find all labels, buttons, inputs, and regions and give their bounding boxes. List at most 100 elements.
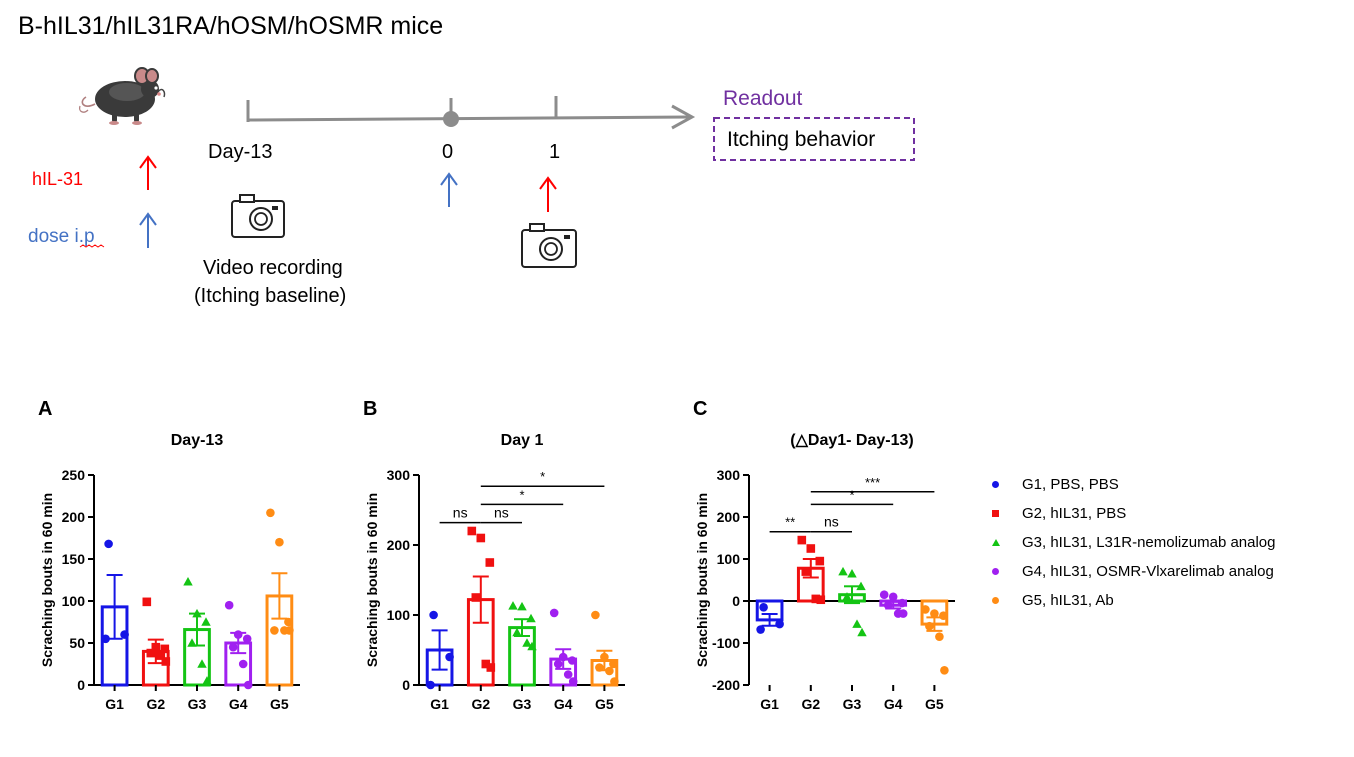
x-tick-label: G4 (884, 696, 903, 712)
x-tick-label: G2 (146, 696, 165, 712)
y-tick-label: 200 (387, 537, 411, 553)
data-point (429, 610, 438, 620)
legend-label: G2, hIL31, PBS (1022, 505, 1127, 522)
data-point (756, 625, 765, 634)
data-point (481, 659, 491, 669)
data-point (233, 630, 243, 639)
x-tick-label: G3 (188, 696, 207, 712)
significance-label: * (849, 487, 854, 502)
data-point (897, 598, 907, 608)
hil31-arrow-icon (139, 155, 157, 190)
y-tick-label: 50 (69, 635, 85, 651)
data-point (426, 680, 435, 690)
data-point (609, 659, 618, 669)
data-point (224, 600, 234, 610)
data-point (156, 651, 166, 660)
data-point (568, 677, 578, 686)
data-point (485, 558, 495, 567)
data-point (142, 597, 152, 607)
data-point (522, 638, 532, 647)
chart-title: (△Day1- Day-13) (790, 432, 913, 449)
data-point (801, 567, 811, 576)
data-point (526, 613, 536, 623)
x-tick-label: G5 (595, 696, 614, 712)
legend-item: G4, hIL31, OSMR-Vlxarelimab analog (992, 557, 1276, 586)
x-tick-label: G3 (513, 696, 532, 712)
panel-letter: B (363, 398, 377, 420)
y-tick-label: 100 (387, 607, 411, 623)
x-tick-label: G1 (430, 696, 449, 712)
data-point (591, 610, 600, 620)
data-point (879, 590, 889, 599)
data-point (285, 626, 294, 635)
data-point (243, 680, 253, 690)
day-minus13-label: Day-13 (208, 141, 272, 163)
data-point (120, 630, 129, 639)
data-point (600, 652, 609, 662)
data-point (558, 652, 568, 662)
mouse-icon (78, 67, 166, 125)
data-point (930, 609, 939, 618)
data-point (187, 638, 197, 647)
hil31-label: hIL-31 (32, 169, 83, 189)
panel-letter: A (38, 398, 52, 420)
significance-label: * (519, 487, 524, 502)
data-point (856, 581, 866, 591)
data-point (797, 535, 807, 545)
data-point (842, 592, 852, 601)
video-recording-label: Video recording (203, 257, 343, 279)
y-tick-label: 200 (717, 509, 741, 525)
x-tick-label: G4 (229, 696, 248, 712)
y-axis-label: Scraching bouts in 60 min (694, 493, 710, 667)
page-title: B-hIL31/hIL31RA/hOSM/hOSMR mice (18, 12, 444, 40)
legend-marker (992, 510, 1014, 517)
data-point (847, 568, 857, 578)
camera-icon (521, 223, 577, 268)
x-tick-label: G4 (554, 696, 573, 712)
x-tick-label: G5 (925, 696, 944, 712)
chart-panel-c: C (△Day1- Day-13) Scraching bouts in 60 mi… (693, 398, 955, 712)
data-point (512, 627, 522, 637)
y-axis-label: Scraching bouts in 60 min (364, 493, 380, 667)
data-point (284, 617, 293, 627)
data-point (888, 592, 898, 602)
y-tick-label: 250 (62, 467, 86, 483)
dose-label: dose i.p (28, 226, 95, 247)
data-point (238, 659, 248, 669)
data-point (921, 605, 930, 614)
data-point (883, 600, 893, 610)
chart-legend: G1, PBS, PBS G2, hIL31, PBS G3, hIL31, L31… (992, 470, 1276, 615)
x-tick-label: G1 (105, 696, 124, 712)
triangle-marker-icon (992, 539, 1000, 546)
data-point (471, 593, 481, 602)
dose-underline (79, 244, 105, 248)
significance-label: ns (494, 505, 509, 521)
data-point (595, 663, 604, 672)
y-axis-label: Scraching bouts in 60 min (39, 493, 55, 667)
itching-behavior-label: Itching behavior (727, 128, 875, 151)
legend-label: G1, PBS, PBS (1022, 476, 1119, 493)
legend-label: G3, hIL31, L31R-nemolizumab analog (1022, 534, 1276, 551)
legend-marker (992, 481, 1014, 488)
y-tick-label: 100 (717, 551, 741, 567)
x-tick-label: G3 (843, 696, 862, 712)
data-point (476, 533, 486, 543)
y-tick-label: 200 (62, 509, 86, 525)
y-tick-label: 0 (732, 593, 740, 609)
timeline-axis (246, 96, 696, 130)
data-point (811, 594, 821, 604)
data-point (815, 556, 825, 566)
x-tick-label: G5 (270, 696, 289, 712)
data-point (925, 621, 934, 631)
data-point (101, 634, 110, 644)
panel-letter: C (693, 398, 707, 420)
data-point (759, 603, 768, 612)
data-point (898, 609, 908, 618)
data-point (775, 619, 784, 629)
data-point (553, 659, 563, 669)
y-tick-label: 150 (62, 551, 86, 567)
day1-hil31-arrow-icon (539, 176, 557, 212)
data-point (563, 670, 573, 679)
data-point (270, 626, 279, 635)
